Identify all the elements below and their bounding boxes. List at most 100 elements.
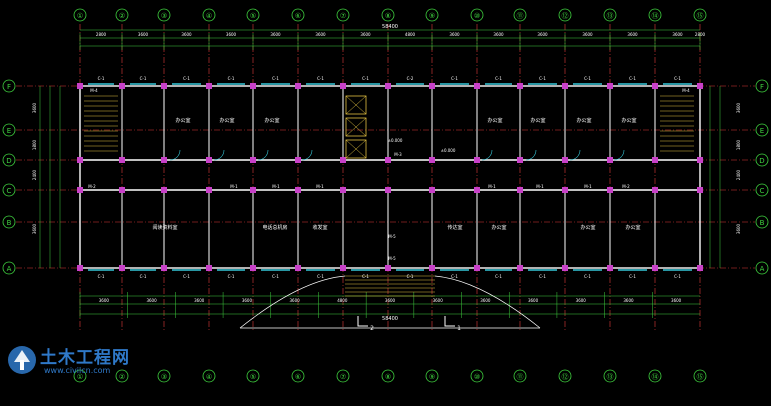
- door-tag: M-5: [388, 256, 396, 261]
- dimension-text-top: 3600: [627, 32, 638, 37]
- column-bubble-bottom: [157, 369, 171, 383]
- column-bubble-top: [603, 8, 617, 22]
- column-label-top: ⑪: [517, 12, 524, 20]
- structural-column: [77, 187, 83, 193]
- room-label-south: 办公室: [491, 224, 506, 231]
- column-bubble-bottom: [425, 369, 439, 383]
- structural-column: [562, 187, 568, 193]
- column-bubble-bottom: [202, 369, 216, 383]
- dimension-text-top: 3600: [537, 32, 548, 37]
- structural-column: [652, 157, 658, 163]
- structural-column: [161, 265, 167, 271]
- row-bubble-left: [2, 215, 16, 229]
- column-bubble-top: [381, 8, 395, 22]
- room-label-north: 办公室: [264, 117, 279, 124]
- window-tag-south: C-1: [539, 274, 546, 279]
- structural-column: [385, 187, 391, 193]
- structural-column: [119, 187, 125, 193]
- structural-column: [697, 187, 703, 193]
- dimension-text-left: 2400: [32, 169, 37, 180]
- section-mark-bottom-right: [444, 316, 455, 327]
- window-tag-north: C-1: [539, 76, 546, 81]
- structural-column: [295, 83, 301, 89]
- door-tag: M-5: [388, 234, 396, 239]
- window-tag-south: C-1: [362, 274, 369, 279]
- column-label-bottom: ④: [206, 373, 212, 381]
- structural-column: [206, 157, 212, 163]
- door-tag: M-2: [622, 184, 630, 189]
- window-tag-north: C-1: [362, 76, 369, 81]
- door-tag: M-1: [488, 184, 496, 189]
- structural-column: [206, 187, 212, 193]
- column-label-bottom: ②: [119, 373, 125, 381]
- row-label-left: B: [7, 219, 12, 227]
- door-tag: M-1: [316, 184, 324, 189]
- column-label-top: ①: [77, 12, 83, 20]
- window-tag-north: C-1: [140, 76, 147, 81]
- elevator-shaft: [345, 139, 367, 159]
- column-bubble-bottom: [246, 369, 260, 383]
- structural-column: [77, 265, 83, 271]
- dimension-text-top: 4800: [405, 32, 416, 37]
- column-bubble-top: [336, 8, 350, 22]
- column-bubble-top: [425, 8, 439, 22]
- column-bubble-top: [693, 8, 707, 22]
- column-bubble-bottom: [558, 369, 572, 383]
- dimension-text-bottom: 3600: [480, 298, 491, 303]
- dimension-text-top: 3600: [449, 32, 460, 37]
- column-label-top: ⑨: [429, 12, 435, 20]
- structural-column: [517, 187, 523, 193]
- dimension-text-right: 3600: [736, 223, 741, 234]
- exterior-wall: [79, 85, 701, 269]
- elevator-shaft: [345, 95, 367, 115]
- watermark-logo-icon: [8, 346, 36, 374]
- door-tag: M-1: [536, 184, 544, 189]
- column-label-bottom: ⑦: [340, 373, 346, 381]
- window-tag-south: C-1: [272, 274, 279, 279]
- column-label-bottom: ⑩: [474, 373, 480, 381]
- dimension-text-top: 3600: [315, 32, 326, 37]
- column-bubble-top: [470, 8, 484, 22]
- row-bubble-left: [2, 153, 16, 167]
- window-tag-south: C-1: [98, 274, 105, 279]
- row-label-left: D: [6, 157, 11, 165]
- structural-column: [517, 157, 523, 163]
- dimension-text-bottom: 3600: [146, 298, 157, 303]
- dimension-text-top: 3600: [493, 32, 504, 37]
- structural-column: [562, 265, 568, 271]
- door-swing: [169, 149, 181, 161]
- dimension-text-top: 3600: [226, 32, 237, 37]
- structural-column: [295, 187, 301, 193]
- door-swing: [257, 149, 269, 161]
- row-label-right: F: [760, 83, 764, 91]
- structural-column: [340, 265, 346, 271]
- door-tag: M-1: [584, 184, 592, 189]
- structural-column: [607, 187, 613, 193]
- door-tag: M-2: [88, 184, 96, 189]
- dimension-text-bottom: 4800: [337, 298, 348, 303]
- column-label-bottom: ⑤: [250, 373, 256, 381]
- row-label-left: C: [7, 187, 12, 195]
- door-swing: [481, 149, 493, 161]
- column-label-top: ④: [206, 12, 212, 20]
- structural-column: [206, 265, 212, 271]
- dimension-text-bottom: 3600: [385, 298, 396, 303]
- section-number: 1: [457, 325, 461, 332]
- row-bubble-left: [2, 123, 16, 137]
- dimension-text-bottom: 3600: [433, 298, 444, 303]
- row-label-left: F: [7, 83, 11, 91]
- structural-column: [295, 265, 301, 271]
- dimension-text-right: 3600: [736, 102, 741, 113]
- door-swing: [213, 149, 225, 161]
- column-label-top: ③: [161, 12, 167, 20]
- dimension-text-bottom: 3600: [671, 298, 682, 303]
- structural-column: [607, 265, 613, 271]
- column-bubble-top: [115, 8, 129, 22]
- structural-column: [562, 157, 568, 163]
- structural-column: [119, 157, 125, 163]
- column-bubble-bottom: [603, 369, 617, 383]
- column-bubble-top: [246, 8, 260, 22]
- column-label-top: ⑫: [562, 12, 569, 20]
- column-label-bottom: ③: [161, 373, 167, 381]
